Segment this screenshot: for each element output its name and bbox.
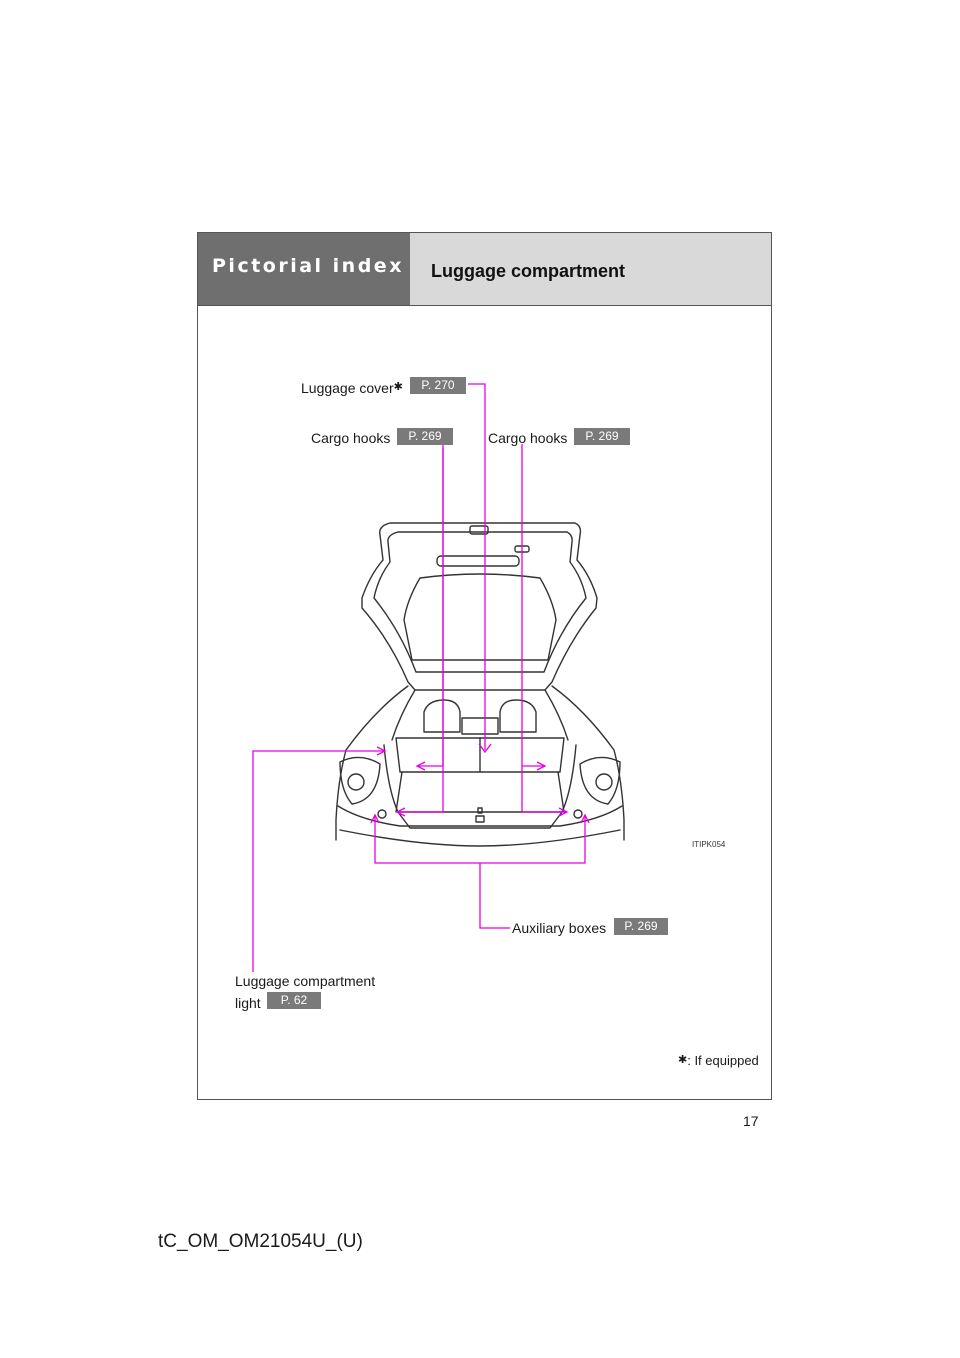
section-title: Pictorial index <box>212 255 404 277</box>
footnote: ✱: If equipped <box>678 1053 759 1068</box>
auxiliary-boxes-label: Auxiliary boxes <box>512 920 607 936</box>
compartment-light-page-ref[interactable]: P. 62 <box>267 992 321 1009</box>
luggage-cover-page-ref[interactable]: P. 270 <box>410 377 466 394</box>
page-title: Luggage compartment <box>431 261 626 281</box>
cargo-hooks-right-page-ref[interactable]: P. 269 <box>574 428 630 445</box>
section-tab: Pictorial index <box>197 232 411 306</box>
document-code: tC_OM_OM21054U_(U) <box>158 1231 363 1252</box>
asterisk-icon: ✱ <box>678 1054 688 1066</box>
illustration-code: ITIPK054 <box>692 840 726 849</box>
cargo-hooks-left-label: Cargo hooks <box>311 430 391 446</box>
cargo-hooks-right-label: Cargo hooks <box>488 430 568 446</box>
cargo-hooks-left-page-ref[interactable]: P. 269 <box>397 428 453 445</box>
compartment-light-label-line2: light <box>235 995 261 1011</box>
compartment-light-label-line1: Luggage compartment <box>235 973 376 989</box>
page-number: 17 <box>743 1113 759 1129</box>
auxiliary-boxes-page-ref[interactable]: P. 269 <box>614 918 668 935</box>
page-title-bar: Luggage compartment <box>410 232 772 306</box>
luggage-cover-label: Luggage cover✱ <box>301 380 403 396</box>
